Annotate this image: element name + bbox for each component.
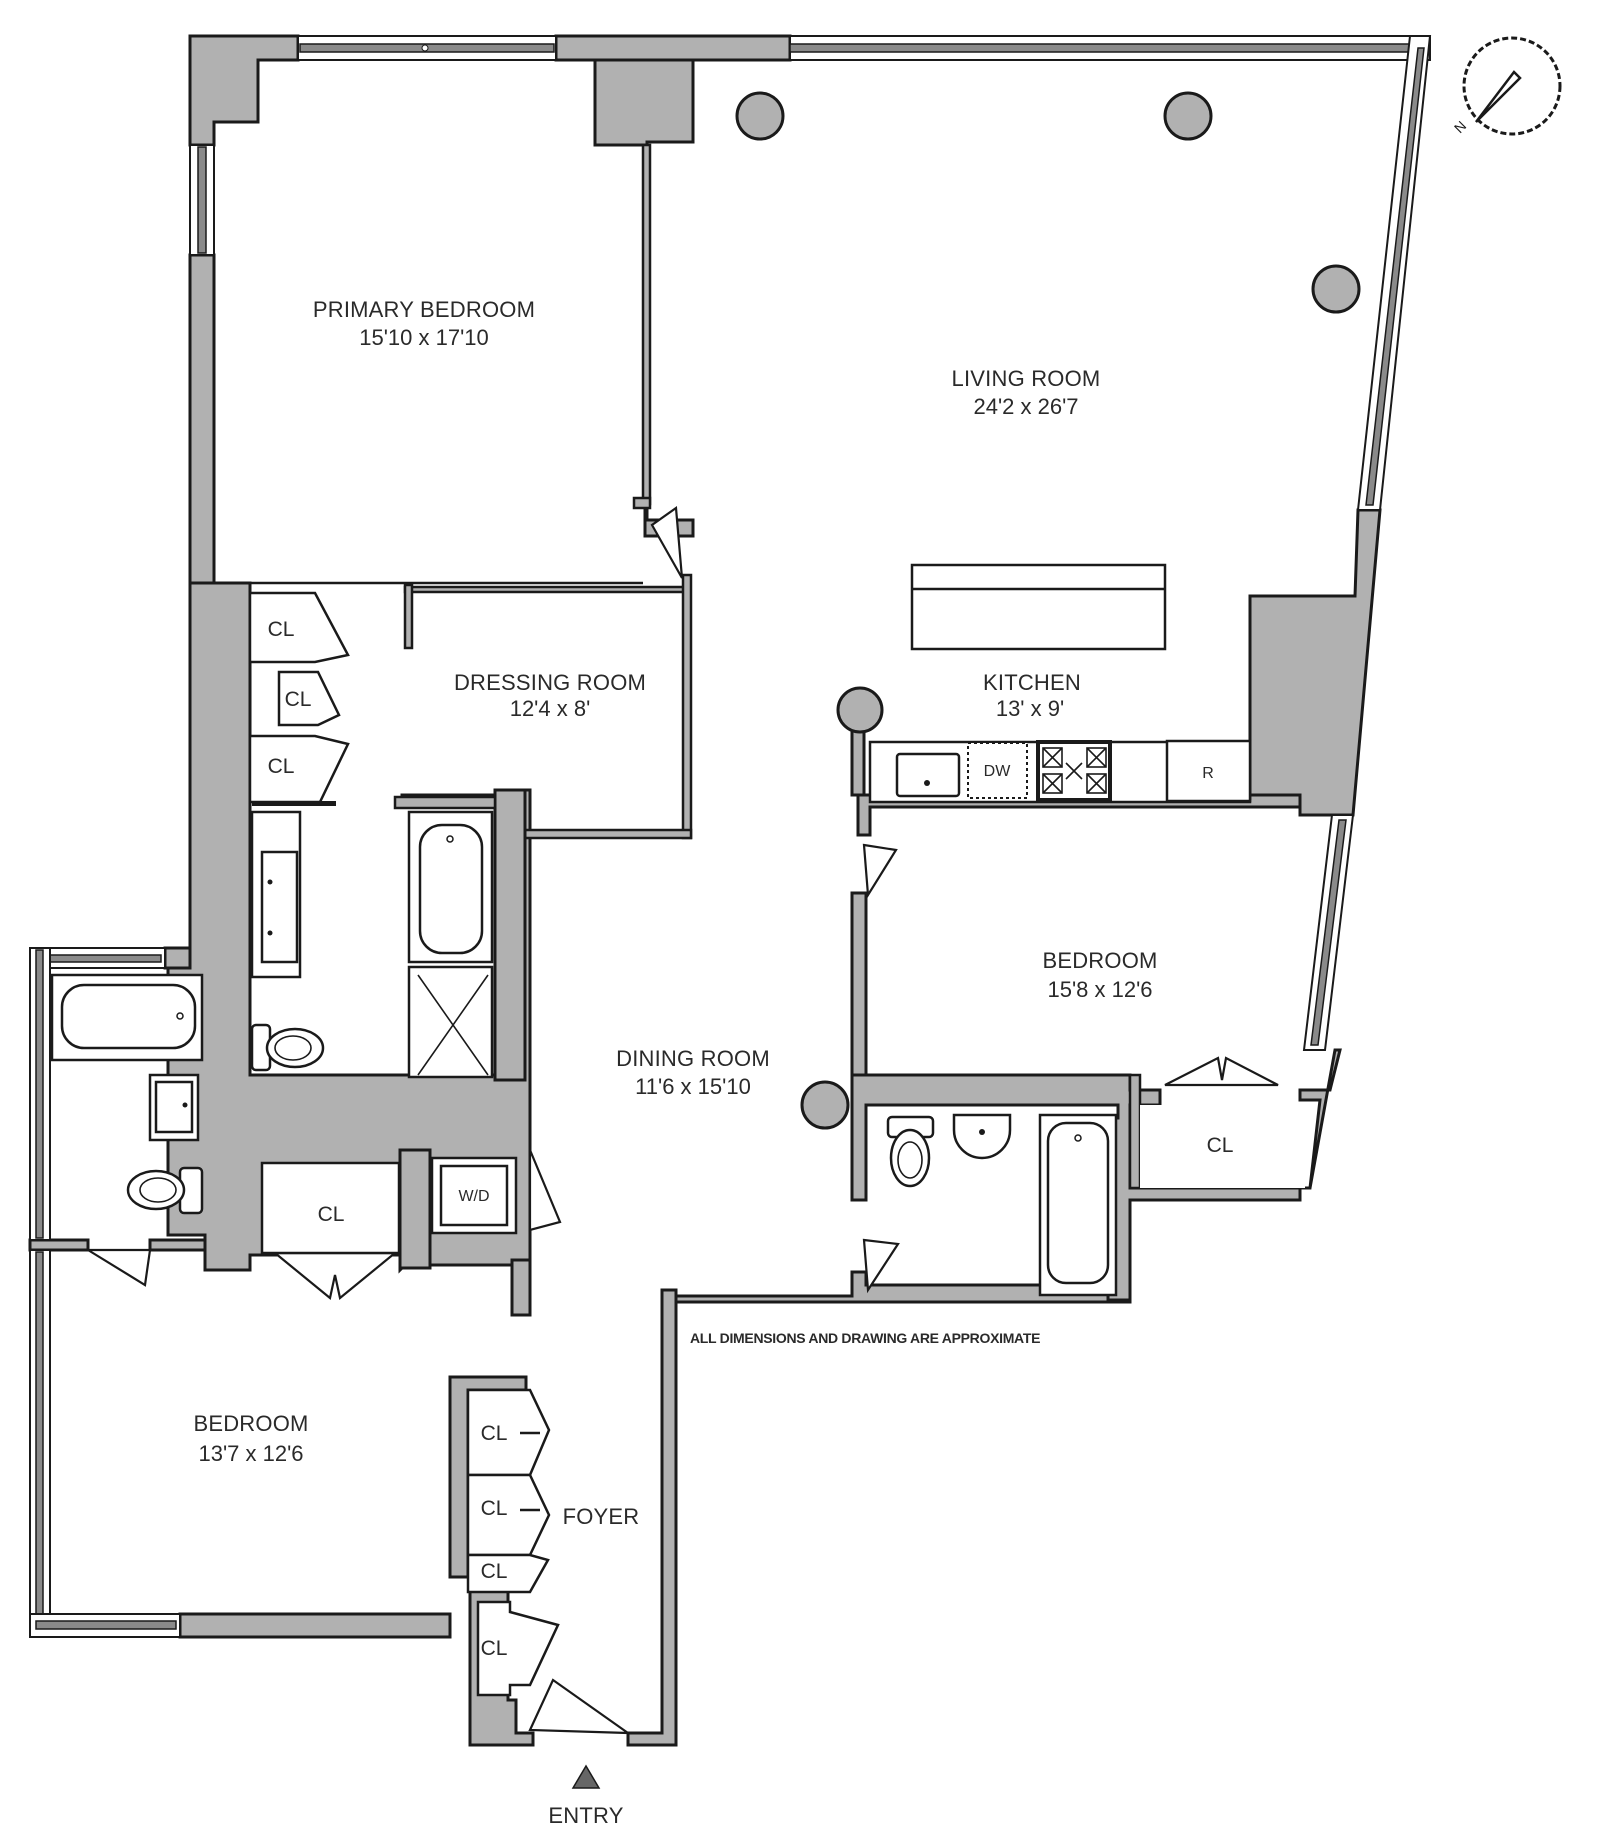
closet-bedroom-east[interactable] bbox=[1140, 1105, 1305, 1188]
kitchen-fixtures: DW R bbox=[868, 563, 1252, 804]
closet-primary-3[interactable] bbox=[248, 734, 350, 804]
wall-top-strip bbox=[554, 34, 792, 62]
east-sink bbox=[952, 1113, 1012, 1160]
door-bedroom-east-closet[interactable] bbox=[1164, 1056, 1279, 1087]
closet-foyer-4[interactable] bbox=[476, 1600, 560, 1697]
door-west-bath[interactable] bbox=[84, 1248, 152, 1287]
windows bbox=[29, 35, 1432, 1638]
room-dims-primary-bedroom: 15'10 x 17'10 bbox=[359, 325, 489, 350]
room-name-bedroom-east: BEDROOM bbox=[1042, 948, 1157, 973]
wall-central-pier bbox=[554, 34, 696, 538]
wall-west-bath-top bbox=[163, 946, 192, 970]
door-wd[interactable] bbox=[528, 1149, 562, 1232]
closet-primary-3-label: CL bbox=[268, 755, 295, 778]
refrigerator-label: R bbox=[1202, 765, 1214, 782]
dishwasher bbox=[967, 742, 1028, 799]
room-name-bedroom-west: BEDROOM bbox=[193, 1411, 308, 1436]
wall-bath-bedroom-stub-2 bbox=[148, 1238, 207, 1252]
wall-dining-east-ext bbox=[626, 1288, 678, 1747]
kitchen-island bbox=[910, 563, 1167, 651]
partitions bbox=[214, 143, 1252, 1190]
room-dims-kitchen: 13' x 9' bbox=[996, 696, 1064, 721]
wall-primary-west bbox=[188, 253, 216, 585]
entry-marker: ENTRY bbox=[548, 1764, 624, 1826]
closet-hall[interactable] bbox=[260, 1161, 401, 1255]
room-name-kitchen: KITCHEN bbox=[983, 670, 1081, 695]
cooktop-burners-icon bbox=[1042, 747, 1107, 794]
closet-hall-label: CL bbox=[318, 1203, 345, 1226]
closet-rod bbox=[252, 801, 336, 806]
closet-primary-2-label: CL bbox=[285, 688, 312, 711]
closet-foyer-1-label: CL bbox=[481, 1422, 508, 1445]
wall-bedroom-west-south bbox=[178, 1612, 452, 1639]
washer-dryer-label: W/D bbox=[458, 1188, 489, 1205]
room-name-foyer: FOYER bbox=[563, 1504, 640, 1529]
dishwasher-label: DW bbox=[984, 763, 1012, 780]
wall-wd-south bbox=[510, 1258, 532, 1317]
column bbox=[1311, 264, 1361, 314]
room-dims-bedroom-west: 13'7 x 12'6 bbox=[198, 1441, 303, 1466]
closet-foyer-3-label: CL bbox=[481, 1560, 508, 1583]
wall-kitchen-south bbox=[856, 793, 1302, 837]
north-arrow-compass-icon: N bbox=[1451, 36, 1562, 136]
wall-nw-corner bbox=[188, 34, 300, 147]
east-bath-fixtures bbox=[886, 1113, 1118, 1297]
closet-foyer-4-label: CL bbox=[481, 1637, 508, 1660]
entry-arrow-icon bbox=[571, 1764, 601, 1789]
entry-label: ENTRY bbox=[548, 1803, 623, 1826]
closet-bedroom-east-label: CL bbox=[1207, 1134, 1234, 1157]
column bbox=[735, 91, 785, 141]
closet-primary-2[interactable] bbox=[277, 670, 341, 727]
door-bedroom-east[interactable] bbox=[862, 843, 898, 899]
room-dims-dining-room: 11'6 x 15'10 bbox=[635, 1074, 751, 1099]
west-bath-fixtures bbox=[50, 973, 204, 1215]
wall-east-bath-south bbox=[674, 1270, 1132, 1304]
doors bbox=[84, 505, 1279, 1735]
columns bbox=[735, 91, 1361, 1130]
room-labels: PRIMARY BEDROOM 15'10 x 17'10 LIVING ROO… bbox=[193, 297, 1157, 1529]
door-hall-closet[interactable] bbox=[271, 1251, 399, 1300]
column bbox=[836, 686, 884, 734]
column bbox=[1163, 91, 1213, 141]
disclaimer-note: ALL DIMENSIONS AND DRAWING ARE APPROXIMA… bbox=[690, 1330, 1040, 1346]
wall-bedroom-east-west bbox=[850, 891, 868, 1082]
refrigerator bbox=[1165, 739, 1252, 803]
wall-east-pier bbox=[1248, 508, 1382, 817]
door-east-bath[interactable] bbox=[862, 1238, 900, 1294]
svg-text:N: N bbox=[1451, 118, 1469, 136]
primary-bath-fixtures bbox=[250, 810, 494, 1079]
closet-foyer-3[interactable] bbox=[466, 1553, 550, 1594]
closet-primary-1-label: CL bbox=[268, 618, 295, 641]
room-name-dining-room: DINING ROOM bbox=[616, 1046, 770, 1071]
column bbox=[800, 1080, 850, 1130]
closet-foyer-2-label: CL bbox=[481, 1497, 508, 1520]
door-primary-bedroom[interactable] bbox=[650, 505, 684, 579]
wall-bath-bedroom-stub bbox=[28, 1238, 90, 1252]
door-entry[interactable] bbox=[528, 1678, 632, 1735]
closet-foyer-2[interactable] bbox=[466, 1473, 551, 1557]
closet-primary-1[interactable] bbox=[248, 591, 350, 664]
room-dims-living-room: 24'2 x 26'7 bbox=[973, 394, 1078, 419]
walls bbox=[28, 34, 1382, 1747]
room-dims-bedroom-east: 15'8 x 12'6 bbox=[1047, 977, 1152, 1002]
room-dims-dressing-room: 12'4 x 8' bbox=[510, 696, 591, 721]
closet-foyer-1[interactable] bbox=[466, 1388, 551, 1477]
room-name-primary-bedroom: PRIMARY BEDROOM bbox=[313, 297, 535, 322]
closets: CL CL CL CL W/D CL CL CL CL CL bbox=[248, 591, 1305, 1697]
room-name-dressing-room: DRESSING ROOM bbox=[454, 670, 646, 695]
wall-hall-closet-right bbox=[398, 1148, 432, 1270]
kitchen-sink bbox=[895, 752, 961, 798]
room-name-living-room: LIVING ROOM bbox=[952, 366, 1101, 391]
